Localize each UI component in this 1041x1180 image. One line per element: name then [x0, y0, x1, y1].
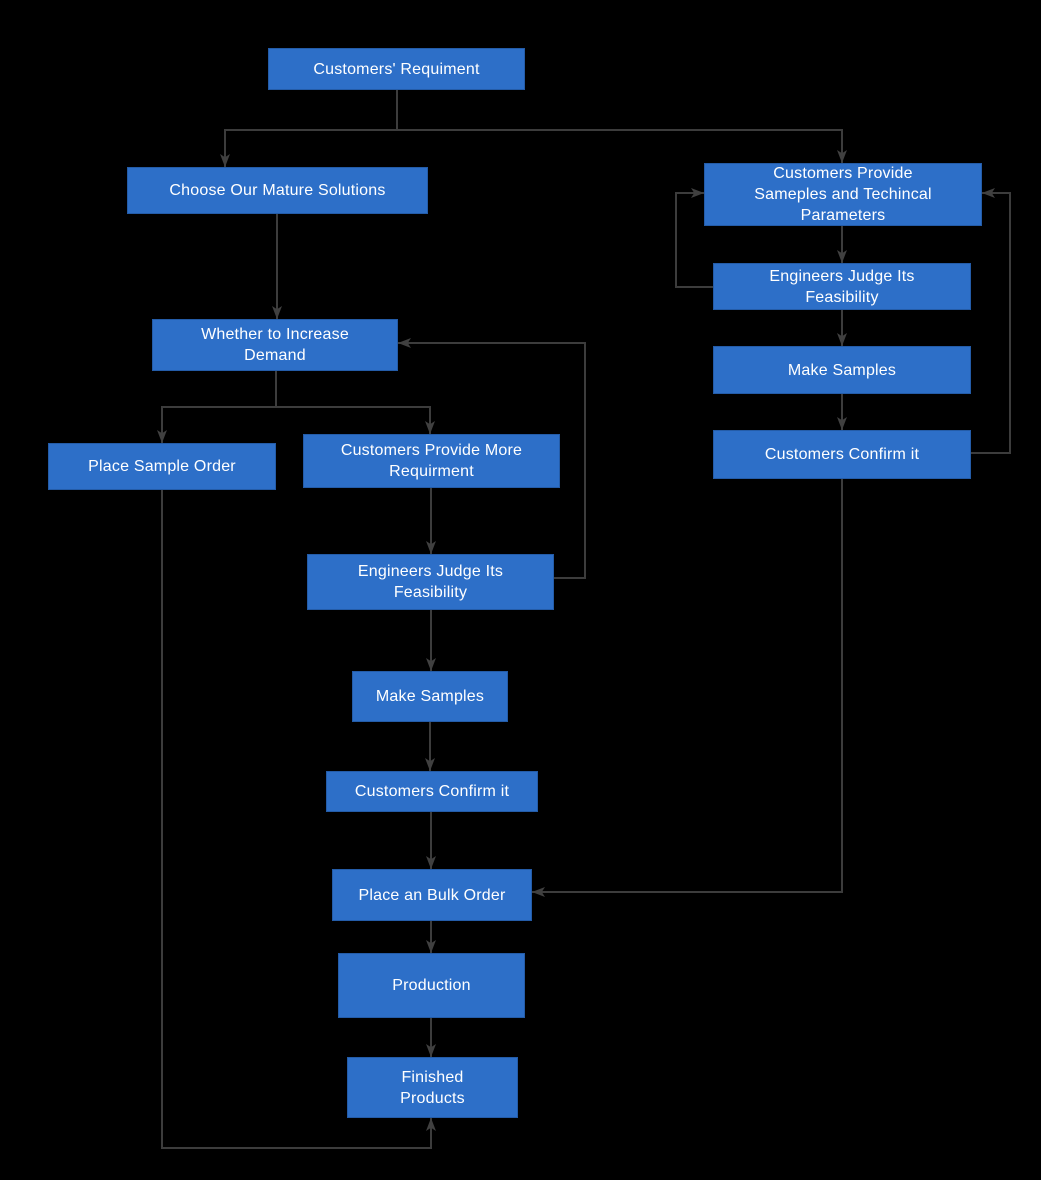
- flow-node-label: Finished Products: [400, 1068, 465, 1107]
- flow-edge-whether-increase-demand--place-sample-order: [157, 371, 277, 443]
- flow-node-label: Place an Bulk Order: [358, 886, 506, 904]
- flow-node-label: Customers Confirm it: [764, 446, 920, 463]
- flow-node-provide-samples-parameters: Customers Provide Sameples and Techincal…: [704, 163, 982, 226]
- flow-node-label: Customers Confirm it: [354, 783, 510, 800]
- flow-edge-whether-increase-demand--provide-more-requirement: [275, 371, 435, 434]
- flow-node-customers-confirm-left: Customers Confirm it: [326, 771, 538, 812]
- flow-node-label: Engineers Judge Its Feasibility: [769, 267, 915, 306]
- flow-node-provide-more-requirement: Customers Provide More Requirment: [303, 434, 560, 488]
- flow-node-label: Engineers Judge Its Feasibility: [357, 563, 504, 601]
- flow-node-label: Choose Our Mature Solutions: [169, 182, 386, 199]
- flow-node-label: Customers Provide Sameples and Techincal…: [754, 165, 932, 224]
- flow-node-engineers-judge-right: Engineers Judge Its Feasibility: [713, 263, 971, 310]
- flow-node-make-samples-left: Make Samples: [352, 671, 508, 722]
- flow-edge-customers-confirm-right--provide-samples-parameters: [971, 188, 1011, 454]
- flow-node-choose-mature-solutions: Choose Our Mature Solutions: [127, 167, 428, 214]
- flow-node-label: Place Sample Order: [88, 458, 236, 475]
- flow-edge-customers-requirement--provide-samples-parameters: [396, 90, 847, 163]
- flow-node-label: Customers Provide More Requirment: [340, 442, 523, 480]
- flow-edge-customers-confirm-right--place-bulk-order: [532, 479, 843, 897]
- flow-node-place-bulk-order: Place an Bulk Order: [332, 869, 532, 921]
- flow-node-customers-requirement: Customers' Requiment: [268, 48, 525, 90]
- flow-node-engineers-judge-left: Engineers Judge Its Feasibility: [307, 554, 554, 610]
- flow-node-whether-increase-demand: Whether to Increase Demand: [152, 319, 398, 371]
- flow-edge-place-sample-order--finished-products: [161, 490, 436, 1149]
- flow-node-customers-confirm-right: Customers Confirm it: [713, 430, 971, 479]
- flow-node-make-samples-right: Make Samples: [713, 346, 971, 394]
- flow-edge-engineers-judge-right--provide-samples-parameters: [675, 188, 713, 288]
- flow-node-place-sample-order: Place Sample Order: [48, 443, 276, 490]
- flow-node-production: Production: [338, 953, 525, 1018]
- flow-node-label: Customers' Requiment: [313, 60, 480, 78]
- flow-node-finished-products: Finished Products: [347, 1057, 518, 1118]
- flow-node-label: Whether to Increase Demand: [201, 326, 349, 364]
- flow-node-label: Production: [392, 977, 471, 994]
- flow-edge-engineers-judge-left--whether-increase-demand: [398, 338, 586, 579]
- flow-node-label: Make Samples: [375, 688, 485, 705]
- flow-node-label: Make Samples: [787, 361, 897, 379]
- flow-edge-customers-requirement--choose-mature-solutions: [220, 90, 398, 167]
